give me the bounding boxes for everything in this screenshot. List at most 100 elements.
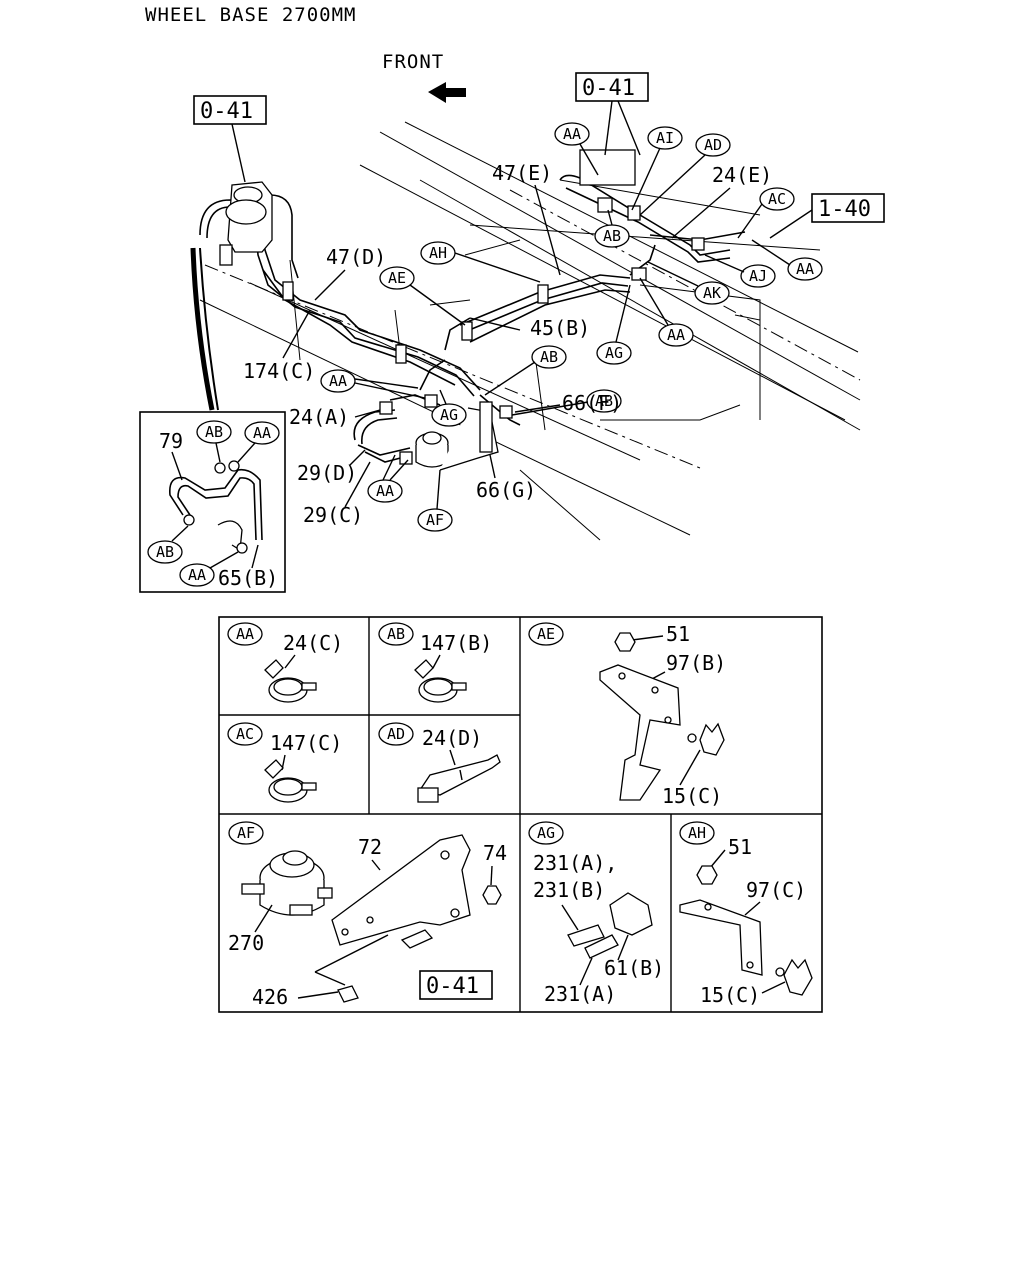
svg-text:AA: AA	[188, 566, 206, 584]
svg-text:15(C): 15(C)	[662, 784, 722, 808]
svg-text:AA: AA	[667, 326, 685, 344]
callout-aa-left: AA	[320, 369, 356, 393]
svg-text:AG: AG	[605, 344, 623, 362]
svg-text:97(C): 97(C)	[746, 878, 806, 902]
panel-aa: AA 24(C)	[227, 622, 343, 703]
svg-text:97(B): 97(B)	[666, 651, 726, 675]
svg-text:AD: AD	[704, 136, 722, 154]
ref-box-0-41-left: 0-41	[193, 95, 267, 125]
svg-text:AG: AG	[537, 824, 555, 842]
label-174c: 174(C)	[243, 359, 315, 383]
callout-aa-top: AA	[554, 122, 590, 146]
label-66g: 66(G)	[476, 478, 536, 502]
svg-text:24(D): 24(D)	[422, 726, 482, 750]
panel-ah: AH 51 97(C) 15(C)	[679, 821, 813, 1007]
svg-text:270: 270	[228, 931, 264, 955]
svg-text:AB: AB	[540, 348, 558, 366]
svg-text:231(A),: 231(A),	[533, 851, 617, 875]
svg-text:AA: AA	[253, 424, 271, 442]
callout-ac: AC	[759, 187, 795, 211]
inset-detail: 79 AB AA AB AA 65(B)	[139, 247, 286, 593]
ref-box-1-40: 1-40	[811, 193, 885, 223]
pipe-clips	[282, 149, 705, 465]
svg-text:51: 51	[728, 835, 752, 859]
label-79: 79	[159, 429, 183, 453]
svg-text:AF: AF	[237, 824, 255, 842]
svg-text:AA: AA	[236, 625, 254, 643]
svg-text:0-41: 0-41	[582, 76, 635, 101]
svg-text:AA: AA	[563, 125, 581, 143]
svg-text:AE: AE	[537, 625, 555, 643]
callout-aa-mid-right: AA	[658, 323, 694, 347]
label-65b: 65(B)	[218, 566, 278, 590]
svg-text:231(A): 231(A)	[544, 982, 616, 1006]
callout-aa-29d: AA	[367, 479, 403, 503]
inset-callout-aa-top	[244, 421, 280, 445]
detail-grid	[218, 616, 823, 1013]
label-24e: 24(E)	[712, 163, 772, 187]
callout-ak: AK	[694, 281, 730, 305]
callout-ag-right: AG	[596, 341, 632, 365]
svg-text:74: 74	[483, 841, 507, 865]
svg-text:15(C): 15(C)	[700, 983, 760, 1007]
svg-text:AA: AA	[376, 482, 394, 500]
callout-ah: AH	[420, 241, 456, 265]
callout-af: AF	[417, 508, 453, 532]
svg-text:AG: AG	[440, 406, 458, 424]
label-24a: 24(A)	[289, 405, 349, 429]
svg-text:AH: AH	[429, 244, 447, 262]
svg-text:72: 72	[358, 835, 382, 859]
svg-text:AC: AC	[236, 725, 254, 743]
callout-ag-left: AG	[431, 403, 467, 427]
callout-ad: AD	[695, 133, 731, 157]
diagram-title: WHEEL BASE 2700MM	[145, 4, 356, 26]
svg-text:147(C): 147(C)	[270, 731, 342, 755]
ref-box-0-41-right: 0-41	[575, 72, 649, 102]
inset-callout-aa-bottom	[179, 563, 215, 587]
label-66f: 66(F)	[562, 391, 622, 415]
callout-ai: AI	[647, 126, 683, 150]
svg-text:AH: AH	[688, 824, 706, 842]
callout-aa-far-right: AA	[787, 257, 823, 281]
svg-text:61(B): 61(B)	[604, 956, 664, 980]
label-29d: 29(D)	[297, 461, 357, 485]
label-29c: 29(C)	[303, 503, 363, 527]
callout-ab-66f: AB	[586, 389, 622, 413]
svg-text:231(B): 231(B)	[533, 878, 605, 902]
svg-text:AB: AB	[156, 543, 174, 561]
svg-text:147(B): 147(B)	[420, 631, 492, 655]
svg-text:426: 426	[252, 985, 288, 1009]
panel-ae: AE 51 97(B) 15(C)	[528, 622, 726, 808]
svg-text:AF: AF	[426, 511, 444, 529]
svg-text:24(C): 24(C)	[283, 631, 343, 655]
svg-text:AC: AC	[768, 190, 786, 208]
svg-text:AD: AD	[387, 725, 405, 743]
svg-text:AI: AI	[656, 129, 674, 147]
panel-ab: AB 147(B)	[378, 622, 492, 703]
svg-text:AB: AB	[387, 625, 405, 643]
front-arrow-icon	[428, 82, 466, 103]
svg-text:AE: AE	[388, 269, 406, 287]
inset-callout-ab-top	[196, 420, 232, 444]
svg-text:AJ: AJ	[749, 267, 767, 285]
callout-aj: AJ	[740, 264, 776, 288]
callout-ae: AE	[379, 266, 415, 290]
svg-text:AA: AA	[329, 372, 347, 390]
svg-text:AB: AB	[595, 392, 613, 410]
inset-callout-ab-bottom	[147, 540, 183, 564]
fuel-filter-left	[219, 181, 273, 266]
front-label: FRONT	[382, 51, 444, 73]
svg-text:51: 51	[666, 622, 690, 646]
label-47d: 47(D)	[326, 245, 386, 269]
svg-text:0-41: 0-41	[200, 99, 253, 124]
label-47e: 47(E)	[492, 161, 552, 185]
panel-ad: AD 24(D)	[378, 722, 501, 803]
pressure-regulator	[415, 401, 499, 471]
svg-text:1-40: 1-40	[818, 197, 871, 222]
callout-ab-mid: AB	[531, 345, 567, 369]
svg-text:AB: AB	[603, 227, 621, 245]
panel-af: AF 72 74 270 426 0-41	[228, 821, 507, 1009]
svg-text:AK: AK	[703, 284, 721, 302]
callout-ab-right: AB	[594, 224, 630, 248]
